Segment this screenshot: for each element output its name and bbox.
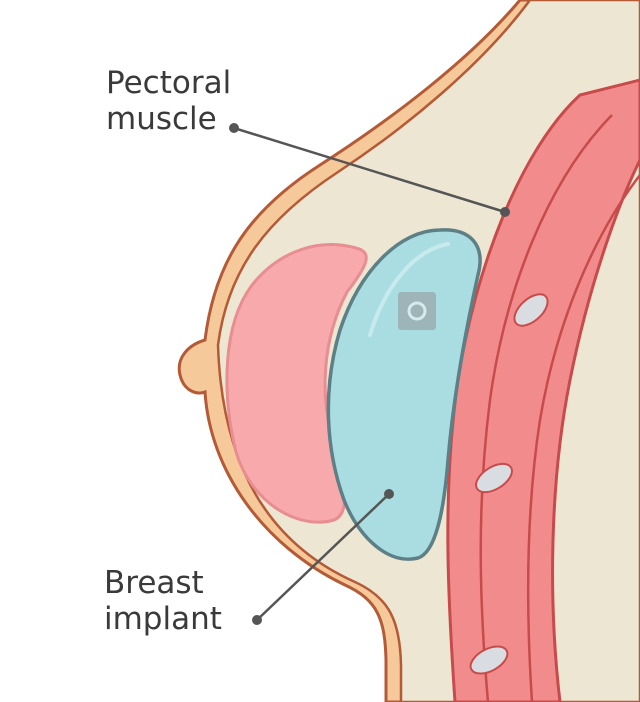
pectoral-leader-dot — [500, 207, 510, 217]
watermark-badge-icon — [398, 292, 436, 330]
implant-leader-dot — [384, 489, 394, 499]
breast-implant-label: Breast implant — [104, 565, 222, 637]
pectoral-muscle-label: Pectoral muscle — [106, 65, 231, 137]
implant-leader-dot — [252, 615, 262, 625]
